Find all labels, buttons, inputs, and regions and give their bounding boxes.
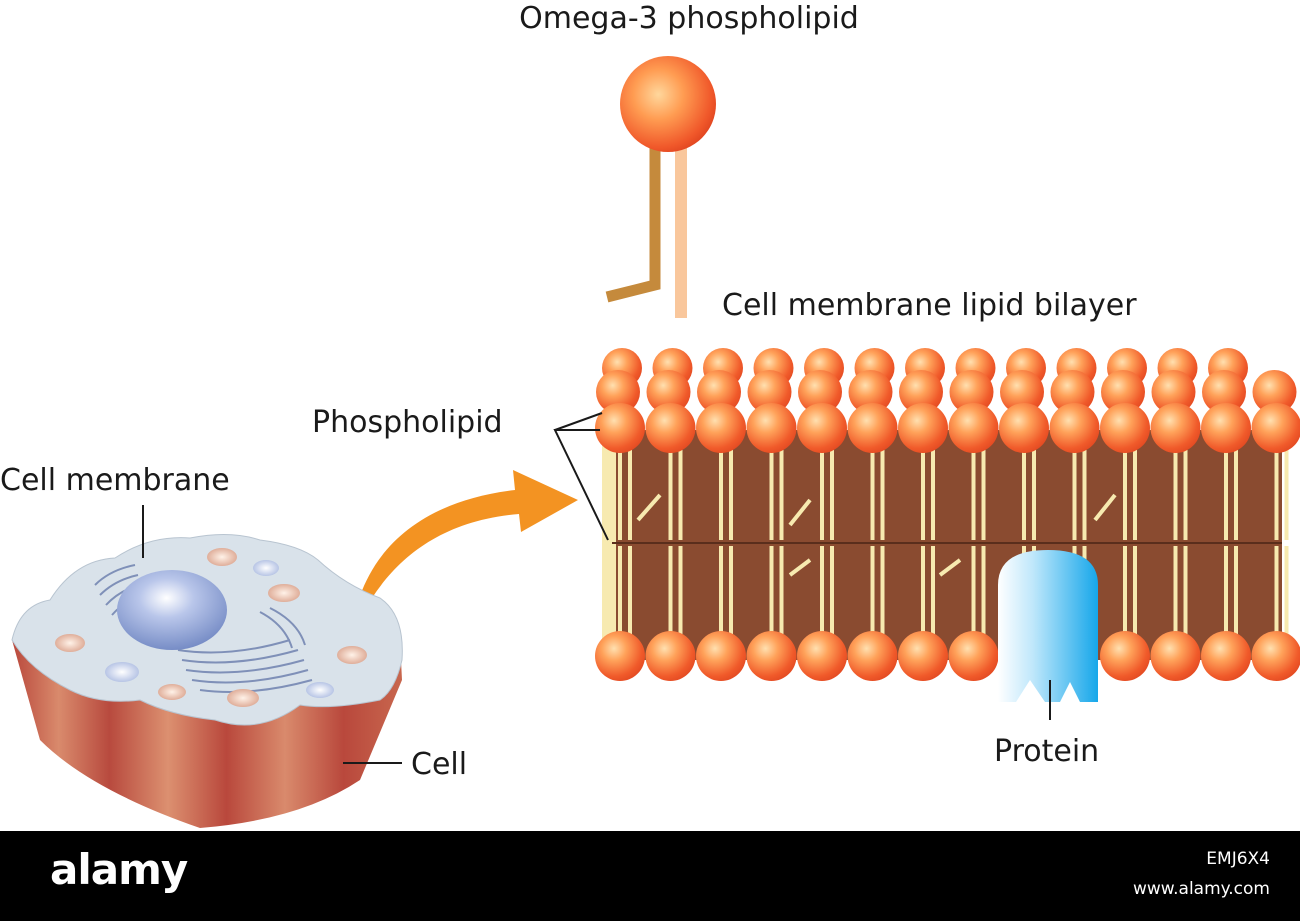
site-url: www.alamy.com (1132, 879, 1270, 899)
phospholipid-head (1201, 631, 1251, 681)
straight-tail (675, 140, 687, 318)
phospholipid-head (645, 403, 696, 453)
membrane-edge (602, 430, 616, 660)
kinked-tail (788, 558, 812, 577)
bent-tail (605, 140, 661, 303)
phospholipid-head (898, 403, 948, 453)
phospholipid-head (696, 403, 746, 453)
lipid-bilayer (595, 348, 1300, 681)
membrane-core (612, 430, 1282, 660)
phospholipid-head (899, 370, 943, 414)
phospholipid-leader-2 (554, 412, 603, 431)
alamy-logo: alamy (50, 845, 188, 894)
phospholipid-head (1050, 370, 1095, 414)
watermark-bar: alamy EMJ6X4 www.alamy.com (0, 831, 1300, 921)
phospholipid-head (696, 631, 746, 681)
phospholipid-head (1252, 370, 1297, 414)
phospholipid-head (595, 403, 645, 453)
kinked-tail (788, 498, 812, 527)
phospholipid-head (948, 631, 999, 681)
image-id: EMJ6X4 (1206, 849, 1270, 869)
phospholipid-head (595, 631, 645, 681)
membrane-protein (998, 550, 1098, 702)
phospholipid-head (848, 370, 893, 414)
phospholipid-head (746, 403, 797, 453)
bilayer-label: Cell membrane lipid bilayer (722, 288, 1137, 323)
phospholipid-head (1251, 403, 1300, 453)
cell-membrane-label: Cell membrane (0, 463, 230, 498)
phospholipid-head (1151, 370, 1196, 414)
protein-label: Protein (994, 734, 1099, 769)
phospholipid-head (1150, 403, 1201, 453)
leader-lines (142, 412, 1051, 764)
top-heads (595, 348, 1300, 453)
phospholipid-head (747, 370, 792, 414)
phospholipid-head (898, 631, 948, 681)
phospholipid-head (1202, 370, 1246, 414)
zoom-arrow (360, 470, 578, 598)
cell-label: Cell (411, 747, 467, 782)
protein-shape (998, 550, 1098, 702)
arrow-body (360, 470, 578, 598)
phospholipid-head (1251, 631, 1300, 681)
phospholipid-leader (553, 429, 609, 541)
phospholipid-head (847, 631, 898, 681)
phospholipid-head (847, 403, 898, 453)
phospholipid-head (797, 403, 847, 453)
phospholipid-head (646, 370, 691, 414)
phospholipid-head (746, 631, 797, 681)
phospholipid-label: Phospholipid (312, 405, 503, 440)
phospholipid-head (1100, 403, 1150, 453)
kinked-tail (636, 493, 662, 522)
lipid-tails (618, 445, 1289, 640)
phospholipid-head (1150, 631, 1201, 681)
omega3-label: Omega-3 phospholipid (519, 1, 859, 36)
kinked-tail (1093, 493, 1117, 522)
phospholipid-head (949, 370, 994, 414)
phospholipid-head (1100, 631, 1150, 681)
phospholipid-head (1201, 403, 1251, 453)
phospholipid-head (1101, 370, 1145, 414)
phospholipid-head (798, 370, 842, 414)
phospholipid-head (697, 370, 741, 414)
phospholipid-head (1000, 370, 1044, 414)
kinked-tail (938, 558, 962, 577)
phospholipid-head (948, 403, 999, 453)
phospholipid-head (596, 370, 640, 414)
phospholipid-head (620, 56, 716, 152)
bottom-heads (595, 631, 1300, 681)
nucleus (117, 570, 227, 650)
phospholipid-head (1049, 403, 1100, 453)
vesicles (55, 548, 367, 707)
omega3-phospholipid-molecule (605, 56, 716, 318)
phospholipid-head (999, 403, 1049, 453)
phospholipid-head (797, 631, 847, 681)
cell-illustration (11, 533, 403, 828)
phospholipid-head (645, 631, 696, 681)
